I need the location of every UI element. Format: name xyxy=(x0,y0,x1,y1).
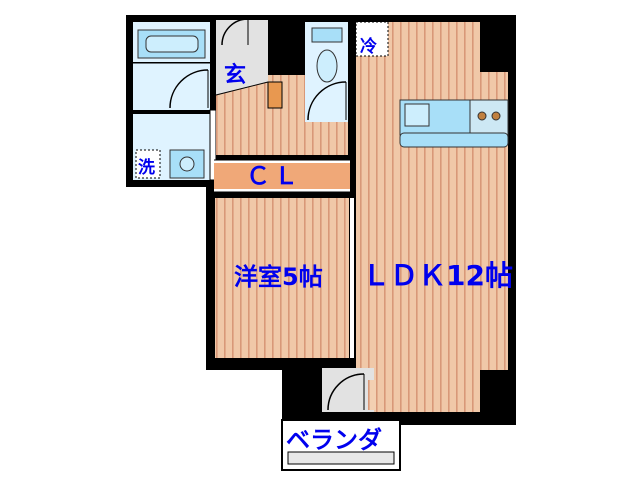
closet-label: ＣＬ xyxy=(246,162,302,190)
western-room: 洋室5帖 xyxy=(215,198,354,358)
ldk-label: ＬＤＫ12帖 xyxy=(362,259,513,292)
bathroom xyxy=(133,22,210,110)
balcony-door xyxy=(322,368,378,412)
entrance-label: 玄 xyxy=(224,62,246,88)
washer-symbol: 洗 xyxy=(138,157,155,178)
balcony: ベランダ xyxy=(281,419,401,471)
fridge-symbol: 冷 xyxy=(360,36,377,57)
entrance: 玄 xyxy=(216,15,268,95)
washroom: 洗 xyxy=(133,109,217,181)
kitchen xyxy=(399,99,509,148)
balcony-label: ベランダ xyxy=(286,426,382,454)
hallway xyxy=(215,75,348,155)
closet: ＣＬ xyxy=(214,159,350,193)
toilet xyxy=(305,22,348,122)
ldk-room: 冷 ＬＤＫ12帖 xyxy=(355,21,513,412)
western-room-label: 洋室5帖 xyxy=(234,263,323,291)
